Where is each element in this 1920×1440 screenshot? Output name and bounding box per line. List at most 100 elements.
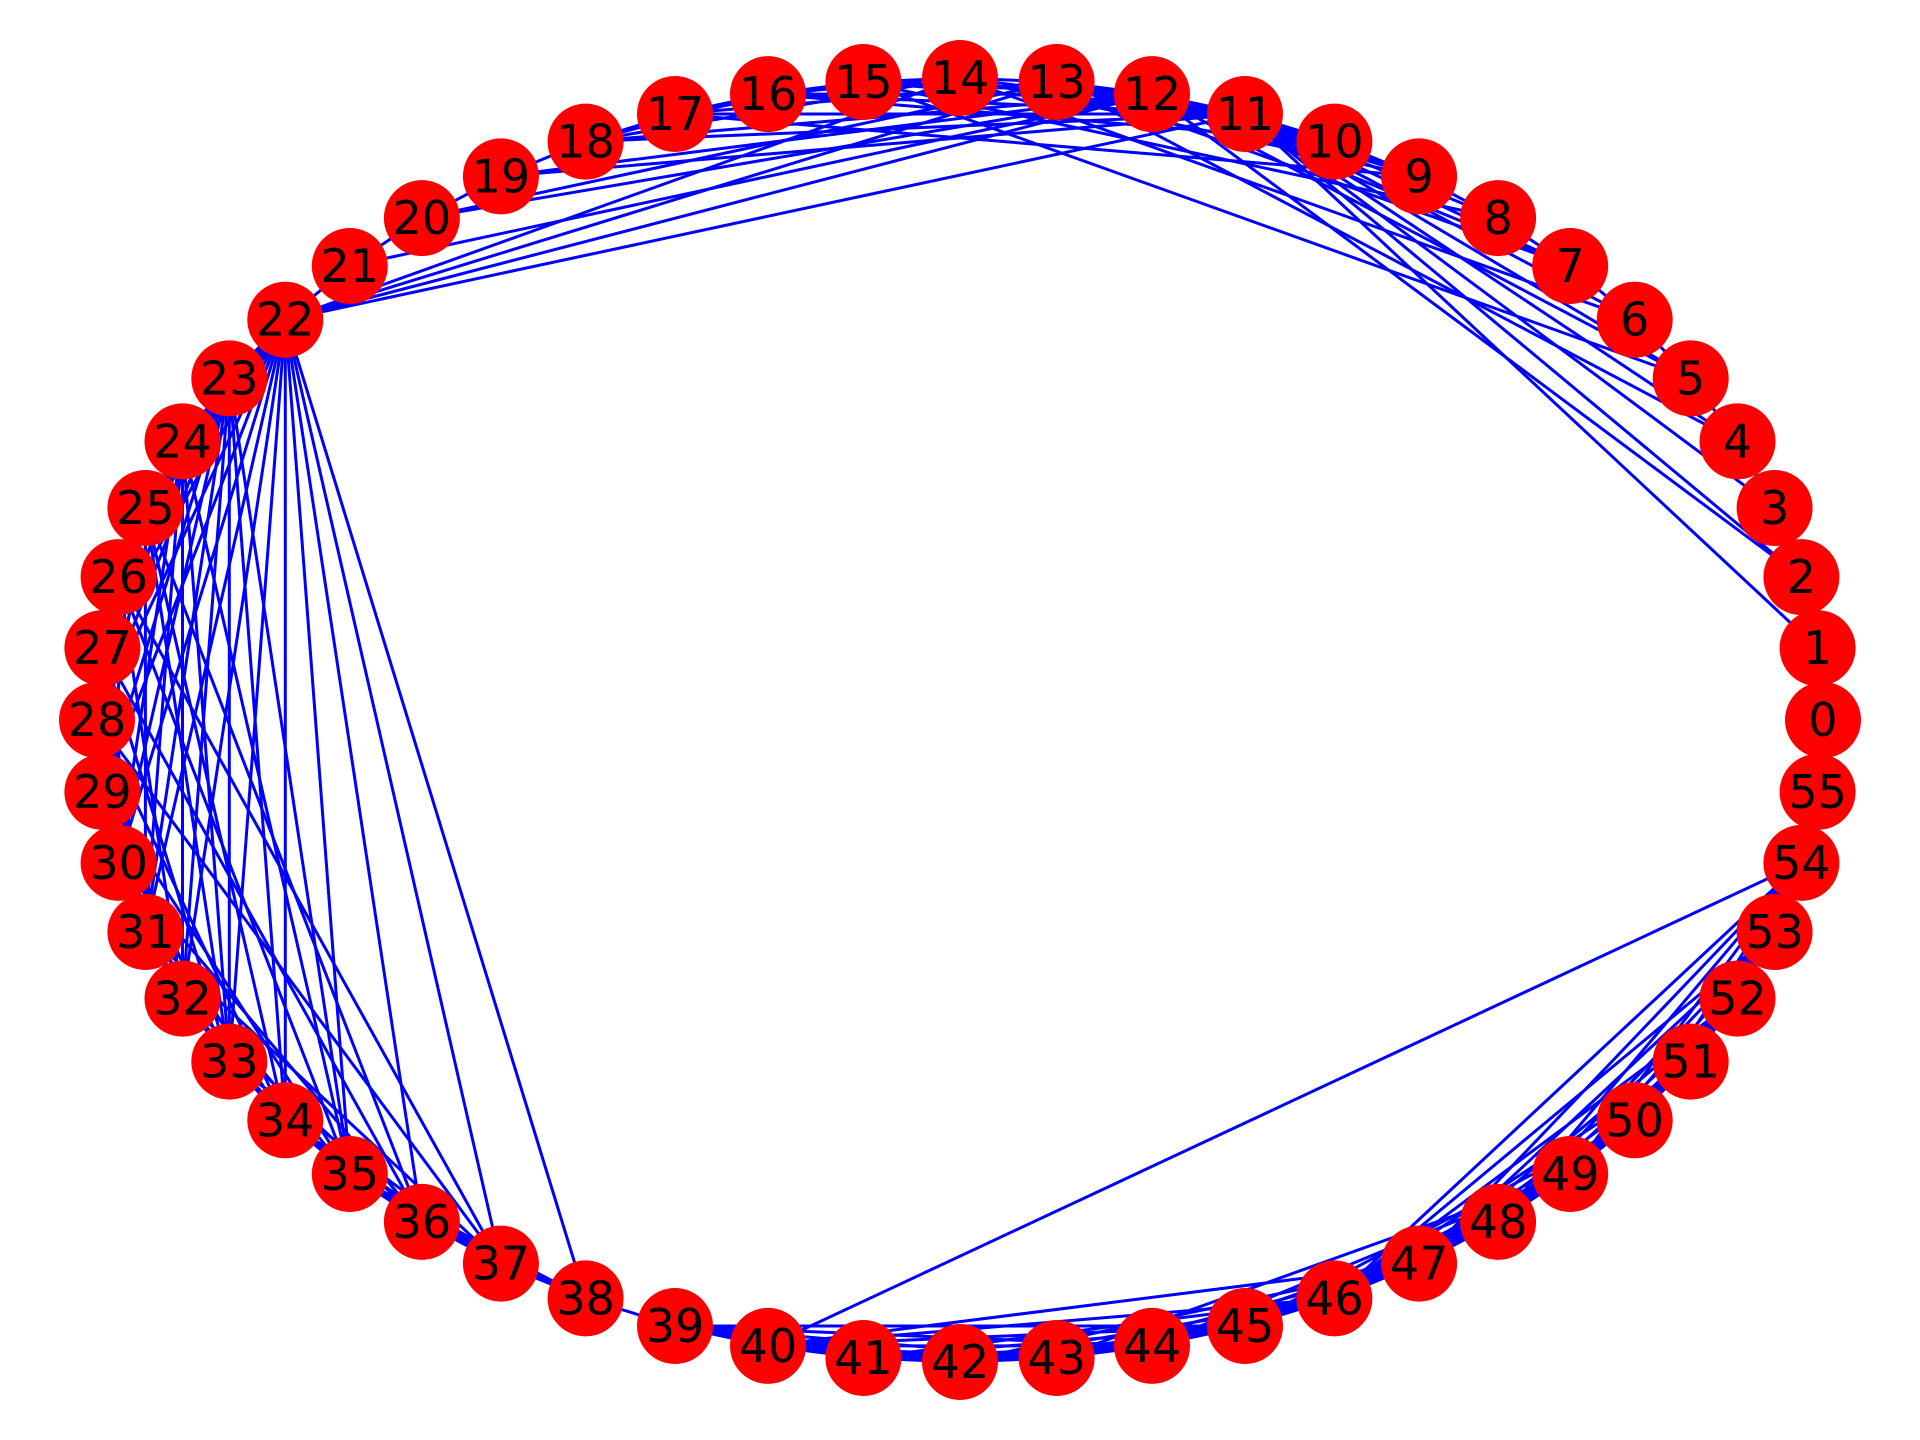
edge-11-2 — [1244, 112, 1803, 579]
edge-26-37 — [117, 576, 503, 1265]
node-2: 2 — [1763, 539, 1840, 616]
node-label: 55 — [1788, 765, 1847, 819]
edge-15-5 — [862, 80, 1692, 380]
node-10: 10 — [1296, 103, 1373, 180]
node-39: 39 — [637, 1288, 713, 1364]
node-18: 18 — [547, 103, 624, 180]
node-label: 32 — [153, 972, 212, 1026]
node-circle — [1381, 138, 1458, 215]
node-0: 0 — [1785, 682, 1861, 758]
node-label: 11 — [1216, 87, 1275, 141]
node-52: 52 — [1699, 960, 1776, 1037]
node-43: 43 — [1018, 1320, 1095, 1396]
node-40: 40 — [730, 1307, 806, 1384]
node-label: 6 — [1620, 293, 1649, 347]
node-circle — [1763, 539, 1840, 616]
edge-22-31 — [143, 319, 287, 933]
node-13: 13 — [1018, 44, 1095, 120]
node-circle — [1460, 1183, 1537, 1260]
node-circle — [1736, 470, 1813, 546]
node-label: 43 — [1027, 1331, 1086, 1385]
node-circle — [144, 403, 221, 480]
edge-35-38 — [349, 1172, 587, 1300]
node-label: 0 — [1808, 693, 1837, 747]
node-circle — [922, 1324, 998, 1400]
node-26: 26 — [80, 539, 157, 616]
edge-22-37 — [283, 319, 503, 1264]
node-circle — [1207, 1288, 1283, 1364]
node-8: 8 — [1460, 180, 1537, 257]
node-label: 30 — [89, 836, 148, 890]
node-label: 48 — [1469, 1195, 1528, 1249]
node-19: 19 — [462, 138, 539, 215]
node-label: 17 — [646, 87, 705, 141]
edge-22-11 — [284, 112, 1246, 322]
edge-23-34 — [227, 378, 287, 1121]
edge-22-33 — [227, 319, 287, 1062]
edge-22-38 — [283, 319, 588, 1299]
node-44: 44 — [1114, 1307, 1190, 1384]
node-3: 3 — [1736, 470, 1813, 546]
edge-28-37 — [95, 719, 503, 1265]
node-label: 36 — [393, 1195, 452, 1249]
edge-25-36 — [144, 507, 424, 1223]
edge-42-45 — [959, 1324, 1246, 1364]
node-circle — [1532, 228, 1609, 304]
node-28: 28 — [59, 682, 135, 758]
edge-23-35 — [227, 378, 352, 1175]
node-label: 19 — [472, 149, 531, 203]
node-label: 29 — [73, 765, 132, 819]
node-circle — [1114, 56, 1190, 133]
edge-22-32 — [181, 319, 287, 999]
node-23: 23 — [191, 340, 268, 417]
node-circle — [247, 281, 324, 358]
node-21: 21 — [311, 228, 388, 304]
edge-13-4 — [1055, 80, 1739, 443]
node-48: 48 — [1460, 1183, 1537, 1260]
node-circle — [1018, 44, 1095, 120]
node-label: 49 — [1541, 1147, 1600, 1201]
node-33: 33 — [191, 1023, 268, 1100]
node-label: 35 — [321, 1147, 380, 1201]
node-label: 10 — [1305, 115, 1364, 169]
node-circle — [730, 56, 806, 133]
node-label: 53 — [1745, 905, 1804, 959]
node-circle — [1779, 610, 1856, 687]
node-circle — [547, 1260, 624, 1337]
node-label: 52 — [1708, 972, 1767, 1026]
node-label: 50 — [1605, 1093, 1664, 1147]
node-30: 30 — [80, 824, 157, 901]
node-circle — [730, 1307, 806, 1384]
node-circle — [1296, 1260, 1373, 1337]
edge-12-2 — [1151, 92, 1803, 579]
node-6: 6 — [1596, 281, 1673, 358]
node-label: 13 — [1027, 55, 1086, 109]
node-55: 55 — [1779, 753, 1856, 830]
node-label: 16 — [739, 67, 798, 121]
node-17: 17 — [637, 76, 713, 152]
node-circle — [1207, 76, 1283, 152]
edge-12-21 — [349, 92, 1153, 268]
node-circle — [1699, 403, 1776, 480]
node-circle — [1596, 1082, 1673, 1159]
node-label: 47 — [1390, 1237, 1449, 1291]
node-35: 35 — [311, 1136, 388, 1212]
edge-12-22 — [284, 92, 1153, 322]
node-36: 36 — [383, 1183, 460, 1260]
node-38: 38 — [547, 1260, 624, 1337]
node-circle — [144, 960, 221, 1037]
edge-24-35 — [181, 441, 352, 1175]
node-circle — [383, 1183, 460, 1260]
node-5: 5 — [1652, 340, 1729, 417]
node-41: 41 — [825, 1320, 902, 1396]
node-16: 16 — [730, 56, 806, 133]
node-circle — [825, 44, 902, 120]
node-42: 42 — [922, 1324, 998, 1400]
node-circle — [1652, 1023, 1729, 1100]
node-label: 24 — [153, 414, 212, 468]
nodes-layer: 0123456789101112131415161718192021222324… — [59, 40, 1861, 1400]
node-label: 7 — [1556, 239, 1585, 293]
node-label: 51 — [1661, 1035, 1720, 1089]
node-27: 27 — [64, 610, 141, 687]
edge-11-1 — [1243, 112, 1819, 650]
